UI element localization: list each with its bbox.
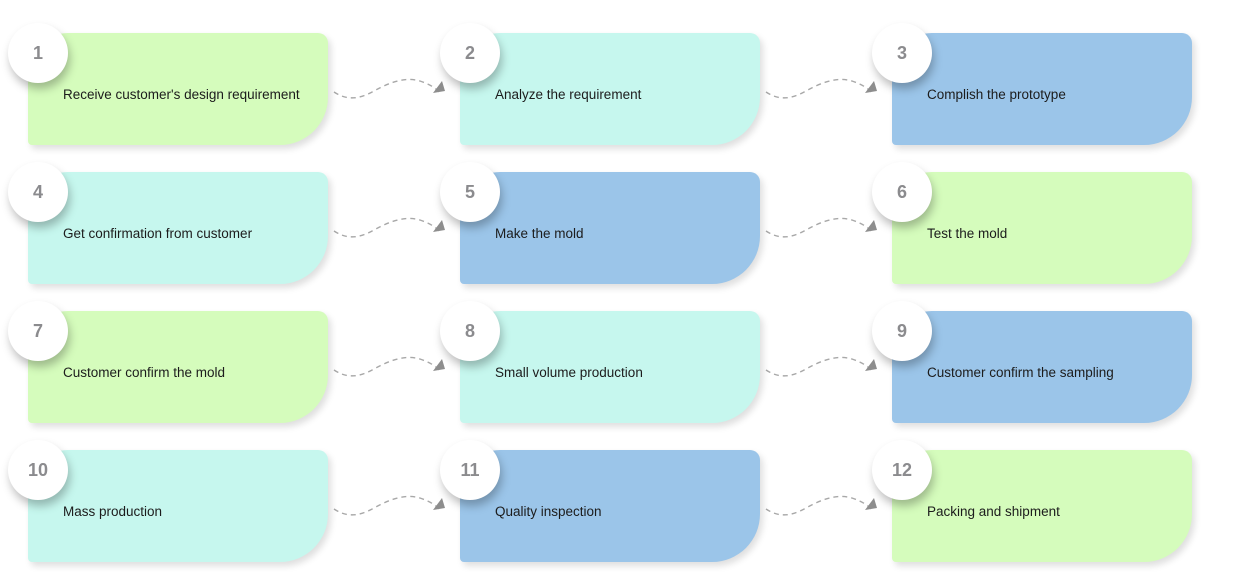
step-number-badge: 9	[872, 301, 932, 361]
flow-step-card[interactable]: 6 Test the mold	[872, 162, 1192, 284]
step-number-badge: 4	[8, 162, 68, 222]
step-number-badge: 8	[440, 301, 500, 361]
arrow-dashed-line	[765, 356, 873, 377]
flow-step-card[interactable]: 8 Small volume production	[440, 301, 760, 423]
flow-connector-arrow	[333, 217, 445, 238]
arrow-head-icon	[433, 220, 445, 232]
arrow-head-icon	[865, 220, 877, 232]
step-number-badge: 11	[440, 440, 500, 500]
step-number-badge: 5	[440, 162, 500, 222]
flow-connector-arrow	[333, 495, 445, 516]
step-number-badge: 7	[8, 301, 68, 361]
step-number-badge: 3	[872, 23, 932, 83]
arrow-dashed-line	[333, 217, 441, 238]
step-label: Make the mold	[495, 225, 584, 241]
flow-step-card[interactable]: 5 Make the mold	[440, 162, 760, 284]
flow-step-card[interactable]: 3 Complish the prototype	[872, 23, 1192, 145]
flow-step-card[interactable]: 9 Customer confirm the sampling	[872, 301, 1192, 423]
step-label: Test the mold	[927, 225, 1008, 241]
flow-connector-arrow	[333, 356, 445, 377]
flow-step-card[interactable]: 11 Quality inspection	[440, 440, 760, 562]
step-label: Analyze the requirement	[495, 86, 642, 102]
arrow-head-icon	[865, 498, 877, 510]
step-label: Get confirmation from customer	[63, 225, 253, 241]
arrow-head-icon	[433, 81, 445, 93]
step-number-badge: 10	[8, 440, 68, 500]
flow-step-card[interactable]: 7 Customer confirm the mold	[8, 301, 328, 423]
step-number-badge: 2	[440, 23, 500, 83]
arrow-dashed-line	[765, 217, 873, 238]
arrow-dashed-line	[333, 356, 441, 377]
step-label: Receive customer's design requirement	[63, 86, 300, 102]
flow-row-2: 4 Get confirmation from customer 5 Make …	[8, 162, 1236, 284]
flow-connector-arrow	[765, 495, 877, 516]
flow-step-card[interactable]: 12 Packing and shipment	[872, 440, 1192, 562]
arrow-head-icon	[433, 498, 445, 510]
step-number-badge: 12	[872, 440, 932, 500]
step-label: Customer confirm the mold	[63, 364, 226, 380]
flow-row-1: 1 Receive customer's design requirement …	[8, 23, 1236, 145]
flow-row-3: 7 Customer confirm the mold 8 Small volu…	[8, 301, 1236, 423]
flow-step-card[interactable]: 10 Mass production	[8, 440, 328, 562]
arrow-dashed-line	[765, 78, 873, 99]
step-label: Quality inspection	[495, 503, 602, 519]
arrow-head-icon	[865, 359, 877, 371]
arrow-dashed-line	[333, 495, 441, 516]
step-label: Small volume production	[495, 364, 643, 380]
flow-row-4: 10 Mass production 11 Quality inspection…	[8, 440, 1236, 562]
flow-connector-arrow	[333, 78, 445, 99]
arrow-dashed-line	[765, 495, 873, 516]
step-label: Customer confirm the sampling	[927, 364, 1114, 380]
step-number-badge: 1	[8, 23, 68, 83]
flow-connector-arrow	[765, 217, 877, 238]
step-label: Mass production	[63, 503, 163, 519]
flow-connector-arrow	[765, 78, 877, 99]
step-label: Complish the prototype	[927, 86, 1066, 102]
arrow-head-icon	[433, 359, 445, 371]
flow-step-card[interactable]: 2 Analyze the requirement	[440, 23, 760, 145]
flow-step-card[interactable]: 4 Get confirmation from customer	[8, 162, 328, 284]
flow-step-card[interactable]: 1 Receive customer's design requirement	[8, 23, 328, 145]
flow-connector-arrow	[765, 356, 877, 377]
arrow-head-icon	[865, 81, 877, 93]
step-number-badge: 6	[872, 162, 932, 222]
arrow-dashed-line	[333, 78, 441, 99]
step-label: Packing and shipment	[927, 503, 1060, 519]
